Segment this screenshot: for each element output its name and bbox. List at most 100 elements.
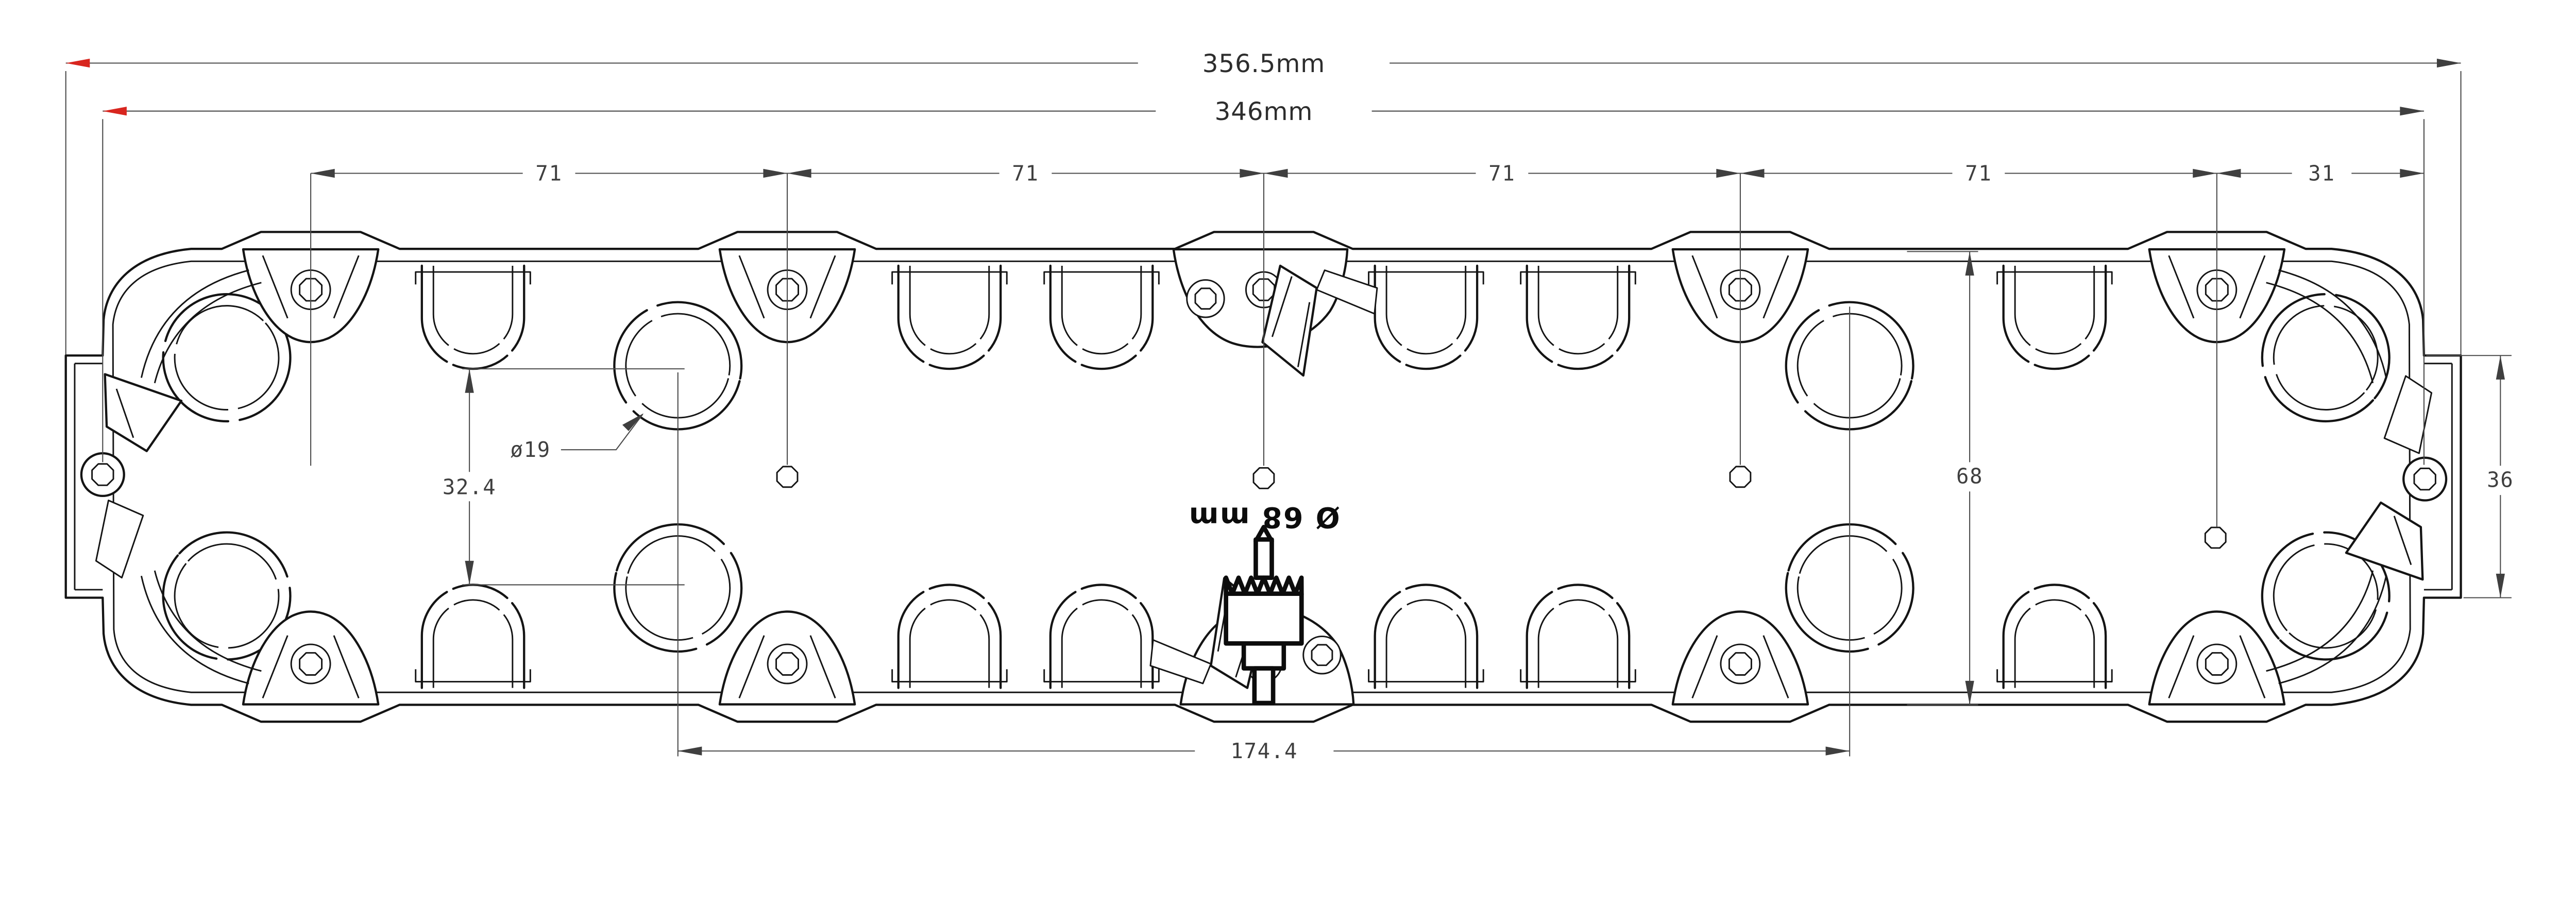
cable-knockout-d-slot-inner [432,599,514,688]
part-line [1691,635,1718,699]
knockout-frame [1043,271,1160,285]
dim-knockout-row-gap: 32.4 [443,368,685,586]
knockout-frame [891,271,1008,285]
cable-knockout-d-slot-inner [909,599,990,688]
cap-arc-slot [140,575,249,684]
dim-spacing-label-3: 71 [1488,161,1515,185]
dim-spacing-label-2: 71 [1012,161,1039,185]
cap-arc-slot [140,269,249,378]
arrowhead-icon [1240,168,1264,178]
knockout-frame [1368,271,1484,285]
cable-knockout-circle [613,301,743,431]
knockout-frame [1520,669,1636,683]
part-line [1271,276,1293,337]
knockout-frame [415,669,531,683]
hole-saw-drill-icon [1224,524,1304,706]
part-line [738,635,765,699]
arrowhead-icon [1716,168,1740,178]
part-line [2168,635,2195,699]
cable-knockout-d-slot-inner [1061,265,1142,355]
part-line [1691,255,1718,319]
arrowhead-icon [787,168,811,178]
dim-flange-height-label: 36 [2487,468,2514,492]
cable-knockout-d-slot-inner [2014,599,2095,688]
dim-overall-width: 356.5mm [65,49,2462,355]
cable-knockout-d-slot-inner [1537,599,1619,688]
red-arrowhead-icon [65,58,90,68]
arrowhead-icon [1740,168,1765,178]
part-line [262,635,289,699]
screw-hole-icon [1728,652,1752,676]
arrowhead-icon [465,560,474,585]
part-line [2239,635,2266,699]
cable-knockout-d-slot-inner [1537,265,1619,355]
cable-knockout-d-slot [1526,584,1631,689]
arrowhead-icon [763,168,788,178]
cable-knockout-d-slot-inner [2014,265,2095,355]
fixing-hole-icon [776,466,799,488]
left-end-rib [95,500,144,579]
arrowhead-icon [2216,168,2241,178]
arrowhead-icon [2400,168,2424,178]
dim-column-span-label: 174.4 [1230,739,1298,763]
screw-hole-icon [2413,467,2436,491]
arrowhead-icon [2496,355,2505,380]
dim-gang-depth: 68 [1907,251,1982,706]
hole-saw-part [1224,575,1304,597]
part-line [738,255,765,319]
dim-gang-spacing-chain: 71 71 71 71 31 [310,161,2424,527]
arrowhead-icon [2400,107,2424,116]
drawing-page: 356.5mm 346mm 71 71 71 71 3 [64,49,2514,763]
hole-saw-part [1252,666,1276,706]
cable-knockout-d-slot-inner [909,265,990,355]
arrowhead-icon [2436,58,2461,68]
part-line [809,255,836,319]
knockout-frame [1043,669,1160,683]
dim-body-width: 346mm [102,97,2425,465]
center-top-chute-band [1316,269,1378,315]
knockout-frame [415,271,531,285]
dim-knockout-diameter-label: ø19 [511,437,551,462]
cable-knockout-d-slot-inner [1385,265,1467,355]
cable-knockout-circle [1785,523,1914,653]
cable-knockout-d-slot-inner [1061,599,1142,688]
box-inner-contour [112,260,2411,693]
knockout-ring-inner [2273,305,2379,410]
cap-arc-slot [2278,575,2387,684]
part-line [1762,635,1789,699]
leader-line [561,414,643,451]
cap-arc-slot [154,570,262,672]
cable-knockout-d-slot-inner [1385,599,1467,688]
arrowhead-icon [1825,746,1850,756]
screw-hole-icon [775,652,799,676]
part-line [1297,302,1311,367]
knockout-frame [891,669,1008,683]
knockout-ring-inner [2273,543,2379,649]
dim-spacing-label-1: 71 [535,161,562,185]
arrowhead-icon [1965,680,1974,705]
cable-knockout-d-slot [2002,584,2107,689]
knockout-frame [1996,271,2113,285]
hole-saw-annotation: Ø 68 mm [1188,500,1340,706]
screw-hole-icon [2205,652,2229,676]
dim-row-gap-label: 32.4 [443,474,497,499]
part-line [1762,255,1789,319]
cable-knockout-circle [613,523,743,653]
left-end-chute [104,373,183,452]
hole-saw-part [1224,591,1304,646]
part-line [809,635,836,699]
fixing-hole-icon [2204,526,2227,549]
dimension-annotations: 356.5mm 346mm 71 71 71 71 3 [65,49,2514,763]
arrowhead-icon [1965,251,1974,276]
dim-knockout-diameter: ø19 [511,413,644,462]
center-top-chute [1261,264,1318,377]
part-line [115,388,134,438]
knockout-frame [1368,669,1484,683]
technical-drawing-canvas: 356.5mm 346mm 71 71 71 71 3 [64,49,2514,763]
arrowhead-icon [2496,573,2505,598]
knockout-frame [1520,271,1636,285]
knockout-ring-inner [625,535,731,641]
knockout-ring-outer [613,523,743,653]
knockout-ring-outer [1785,523,1914,653]
cap-arc-slot [154,282,262,384]
